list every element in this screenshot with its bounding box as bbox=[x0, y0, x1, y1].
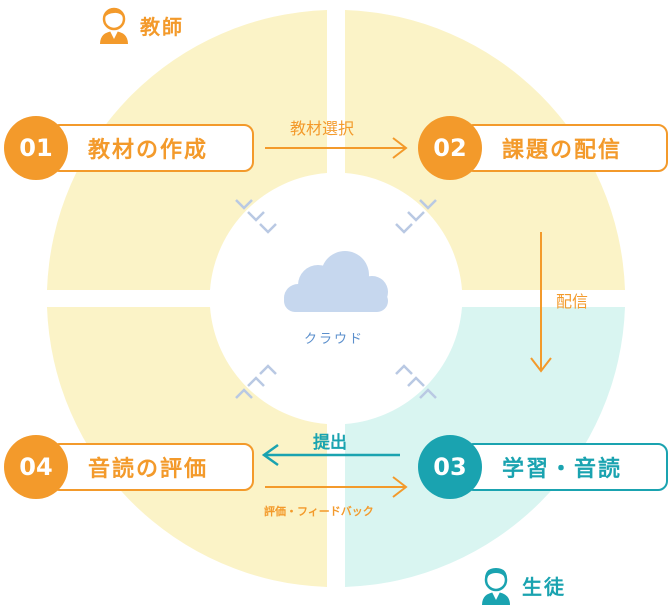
step-02-number: 02 bbox=[418, 116, 482, 180]
arrow-feedback bbox=[265, 476, 408, 498]
cloud-icon bbox=[284, 251, 388, 312]
step-01: 教材の作成 01 bbox=[4, 116, 254, 180]
chevrons-top-left bbox=[235, 199, 277, 234]
flow-label-material-select: 教材選択 bbox=[290, 119, 355, 138]
arrow-distribute bbox=[530, 232, 552, 373]
step-03-box: 学習・音読 bbox=[464, 443, 668, 491]
teacher-person-icon bbox=[100, 7, 128, 44]
step-01-label: 教材の作成 bbox=[88, 138, 209, 163]
step-04: 音読の評価 04 bbox=[4, 435, 254, 499]
step-01-number: 01 bbox=[4, 116, 68, 180]
teacher-role: 教師 bbox=[96, 6, 184, 44]
step-04-number: 04 bbox=[4, 435, 68, 499]
student-person-icon bbox=[482, 568, 510, 605]
student-label: 生徒 bbox=[522, 574, 566, 599]
step-02-label: 課題の配信 bbox=[502, 138, 623, 163]
step-02: 課題の配信 02 bbox=[418, 116, 670, 180]
chevrons-top-right bbox=[395, 199, 437, 234]
student-role: 生徒 bbox=[478, 565, 566, 605]
flow-label-feedback: 評価・フィードバック bbox=[264, 505, 374, 518]
arrow-material-select bbox=[265, 137, 408, 159]
step-03-label: 学習・音読 bbox=[502, 457, 623, 482]
chevrons-bottom-left bbox=[235, 364, 277, 399]
arrow-submit bbox=[261, 443, 400, 467]
flow-label-submit: 提出 bbox=[313, 433, 347, 453]
chevrons-bottom-right bbox=[395, 364, 437, 399]
teacher-label: 教師 bbox=[140, 14, 184, 39]
step-04-label: 音読の評価 bbox=[88, 457, 209, 482]
step-04-box: 音読の評価 bbox=[50, 443, 254, 491]
cloud-label: クラウド bbox=[304, 332, 365, 347]
step-03: 学習・音読 03 bbox=[418, 435, 670, 499]
step-03-number: 03 bbox=[418, 435, 482, 499]
step-02-box: 課題の配信 bbox=[464, 124, 668, 172]
flow-label-distribute: 配信 bbox=[556, 292, 589, 311]
step-01-box: 教材の作成 bbox=[50, 124, 254, 172]
